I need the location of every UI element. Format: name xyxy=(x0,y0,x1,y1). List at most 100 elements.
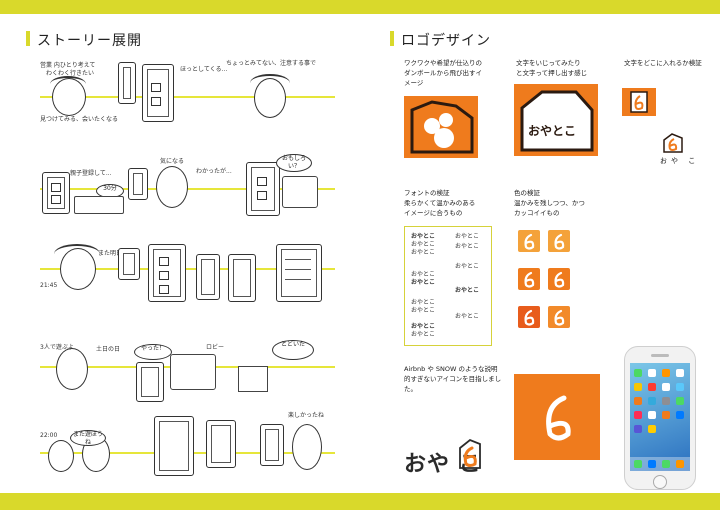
app-icon xyxy=(662,369,670,377)
final-icon-glyph xyxy=(546,395,571,441)
font-sample-box: おやとこ おやとこ おやとこ おやとこ おやとこ おやとこ おやとこ おやとこ … xyxy=(404,226,492,346)
sketch-phone xyxy=(128,168,148,200)
app-icon xyxy=(634,383,642,391)
logo-small-square xyxy=(622,88,656,116)
sketch-face xyxy=(156,166,188,208)
font-sample: おやとこ xyxy=(411,331,436,338)
dock-icon xyxy=(676,460,684,468)
dock-icon xyxy=(648,460,656,468)
app-icon xyxy=(676,411,684,419)
sketch-note: 3人で遊ぶよ xyxy=(40,344,74,351)
app-icon xyxy=(676,397,684,405)
logo-design-title: ロゴデザイン xyxy=(401,33,491,49)
sketch-face xyxy=(56,348,88,390)
sketch-phone xyxy=(154,416,194,476)
sketch-panel xyxy=(282,176,318,208)
caption-line: カッコイイもの xyxy=(514,209,560,217)
font-sample: おやとこ xyxy=(455,313,480,320)
logo-box-text: おやとこ xyxy=(514,84,598,156)
sketch-phone xyxy=(118,248,140,280)
phone-speaker xyxy=(651,354,669,357)
caption-text-test: 文字をいじってみたり と文字って押し出す感じ xyxy=(516,58,587,78)
font-sample: おやとこ xyxy=(411,307,436,314)
sketch-phone xyxy=(246,162,280,216)
swatch-glyphs xyxy=(524,233,565,326)
caption-line: フォントの検証 xyxy=(404,189,450,197)
sketch-panel xyxy=(170,354,216,390)
font-sample: おやとこ xyxy=(411,299,436,306)
logo-box-art xyxy=(410,100,474,154)
sketch-note: 土日の日 xyxy=(96,346,121,353)
app-icon xyxy=(676,369,684,377)
sketch-note: わかったが... xyxy=(196,168,232,175)
app-icon xyxy=(648,411,656,419)
font-sample: おやとこ xyxy=(411,271,436,278)
caption-line: ダンボールから飛び出すイ xyxy=(404,69,482,77)
font-sample: おやとこ xyxy=(455,233,480,240)
sketch-phone xyxy=(136,362,164,402)
app-icon xyxy=(648,425,656,433)
app-icon xyxy=(634,411,642,419)
caption-final: Airbnb や SNOW のような説明 的すぎないアイコンを目指しまし た。 xyxy=(404,364,501,394)
phone-mockup xyxy=(624,346,696,490)
sketch-note: 気になる xyxy=(160,158,185,165)
dock-icon xyxy=(634,460,642,468)
caption-line: た。 xyxy=(404,385,417,393)
app-icon xyxy=(634,397,642,405)
font-sample: おやとこ xyxy=(455,263,480,270)
logo-box-label: おやとこ xyxy=(528,124,577,138)
font-sample: おやとこ xyxy=(411,241,436,248)
sketch-note: また明日 xyxy=(98,250,123,257)
logo-small-text: おや こ xyxy=(660,157,700,165)
logo-small-mark-art xyxy=(663,133,683,153)
app-icon xyxy=(676,383,684,391)
caption-line: 文字をいじってみたり xyxy=(516,59,581,67)
sketch-note: 親子登録して... xyxy=(70,170,112,177)
sketch-bubble: やった！ xyxy=(134,344,172,360)
dock-icon xyxy=(662,460,670,468)
sketch-note: 21:45 xyxy=(40,282,58,289)
font-sample: おやとこ xyxy=(411,249,436,256)
sketch-note: 見つけてみる、会いたくなる xyxy=(40,116,119,123)
sketch-note: 22:00 xyxy=(40,432,58,439)
caption-line: 的すぎないアイコンを目指しまし xyxy=(404,375,502,383)
top-accent-bar xyxy=(0,0,720,14)
sketch-phone xyxy=(118,62,136,104)
logo-small-glyph xyxy=(630,91,648,113)
caption-line: イメージに合うもの xyxy=(404,209,463,217)
home-button xyxy=(653,475,667,489)
wordmark-glyph xyxy=(459,438,481,469)
app-icon xyxy=(648,369,656,377)
caption-line: ワクワクや希望が仕込りの xyxy=(404,59,482,67)
app-icon xyxy=(634,369,642,377)
sketch-note: 営業 内ひとり考えて xyxy=(40,62,96,69)
sketch-phone xyxy=(196,254,220,300)
caption-line: と文字って押し出す感じ xyxy=(516,69,588,77)
sketch-note: ほっとしてくる... xyxy=(180,66,228,73)
caption-line: 温かみを残しつつ、かつ xyxy=(514,199,585,207)
sketch-box-parcel xyxy=(238,366,268,392)
sketch-phone xyxy=(260,424,284,466)
sketch-note: ロビー xyxy=(206,344,225,351)
sketch-phone xyxy=(148,244,186,302)
app-icon xyxy=(648,397,656,405)
sketch-phone xyxy=(228,254,256,302)
sketch-panel xyxy=(74,196,124,214)
sketch-note: ちょっとみてない、注意する事で xyxy=(226,60,317,67)
caption-color: 色の検証 温かみを残しつつ、かつ カッコイイもの xyxy=(514,188,585,218)
app-icon xyxy=(648,383,656,391)
caption-line: メージ xyxy=(404,79,424,87)
storyboard-connector xyxy=(40,96,335,98)
app-icon xyxy=(662,383,670,391)
caption-line: 色の検証 xyxy=(514,189,540,197)
storyboard-connector xyxy=(40,268,335,270)
sketch-bubble: とどいた xyxy=(272,340,314,360)
caption-placement: 文字をどこに入れるか検証 xyxy=(624,59,702,67)
oyatoko-app-icon xyxy=(662,411,670,419)
font-sample: おやとこ xyxy=(455,243,480,250)
sketch-hair xyxy=(54,244,100,264)
sketch-phone xyxy=(142,64,174,122)
app-icon xyxy=(634,425,642,433)
logo-box-concept xyxy=(404,96,478,158)
section-marker xyxy=(390,31,394,46)
